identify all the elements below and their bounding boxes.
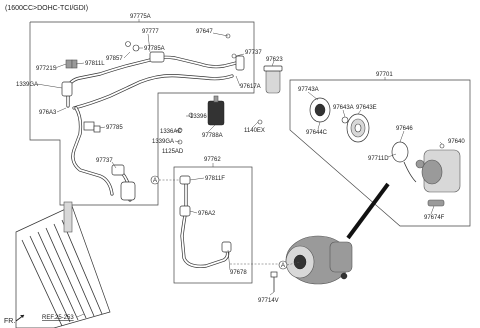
- engine-spec-title: (1600CC>DOHC-TCI/GDI): [5, 5, 88, 12]
- pressure-sensor: [207, 95, 225, 126]
- label-1125ad: 1125AD: [162, 149, 184, 155]
- suction-hose-976a2: [179, 175, 232, 268]
- callout-slash: [346, 182, 390, 240]
- label-97701: 97701: [376, 72, 393, 78]
- compressor-exploded-parts: [309, 97, 461, 207]
- label-97643a: 97643A: [333, 105, 354, 111]
- compressor-main: [285, 235, 353, 285]
- label-97788a: 97788A: [202, 133, 223, 139]
- label-97644c: 97644C: [306, 130, 328, 136]
- svg-text:A: A: [281, 263, 285, 269]
- label-97775a: 97775A: [130, 14, 151, 20]
- label-97857: 97857: [106, 56, 123, 62]
- label-976a3: 976A3: [39, 110, 57, 116]
- label-97737-left: 97737: [96, 158, 113, 164]
- condenser: [15, 201, 111, 328]
- label-97617a: 97617A: [240, 84, 261, 90]
- label-97640: 97640: [448, 139, 465, 145]
- label-97785: 97785: [106, 125, 123, 131]
- label-1339ga-left: 1339GA: [16, 82, 38, 88]
- part-labels: 97775A 97777 97647 97785A 97737 97857 97…: [16, 14, 465, 304]
- front-indicator: FR.: [4, 314, 25, 325]
- label-97811l: 97811L: [85, 61, 105, 67]
- label-1336ac: 1336AC: [160, 129, 182, 135]
- label-97623: 97623: [266, 57, 283, 63]
- label-97811f: 97811F: [205, 176, 225, 182]
- label-976a2: 976A2: [198, 211, 216, 217]
- label-97721s: 97721S: [36, 66, 57, 72]
- label-97743a: 97743A: [298, 87, 319, 93]
- label-97646: 97646: [396, 126, 413, 132]
- bolt-97714v: [270, 271, 278, 292]
- reference-link: REF.25-253: [42, 315, 74, 321]
- label-97647: 97647: [196, 29, 213, 35]
- leader-lines: [36, 19, 443, 296]
- discharge-hose-assembly: [61, 51, 245, 110]
- label-13396: 13396: [190, 114, 207, 120]
- svg-text:FR.: FR.: [4, 318, 15, 325]
- marker-a1: A: [150, 175, 160, 185]
- svg-text:A: A: [153, 178, 157, 184]
- label-97737-top: 97737: [245, 50, 262, 56]
- label-1140ex: 1140EX: [244, 128, 265, 134]
- label-97762: 97762: [204, 157, 221, 163]
- label-97785a: 97785A: [144, 46, 165, 52]
- label-97674f: 97674F: [424, 215, 445, 221]
- label-97777: 97777: [142, 29, 159, 35]
- label-97711d: 97711D: [368, 156, 389, 162]
- suction-pipe: [71, 106, 136, 202]
- label-97714v: 97714V: [258, 298, 279, 304]
- marker-a2: A: [278, 260, 288, 270]
- label-97678: 97678: [230, 270, 247, 276]
- label-97643e: 97643E: [356, 105, 377, 111]
- receiver-drier: [263, 65, 283, 94]
- label-1339ga-mid: 1339GA: [152, 139, 174, 145]
